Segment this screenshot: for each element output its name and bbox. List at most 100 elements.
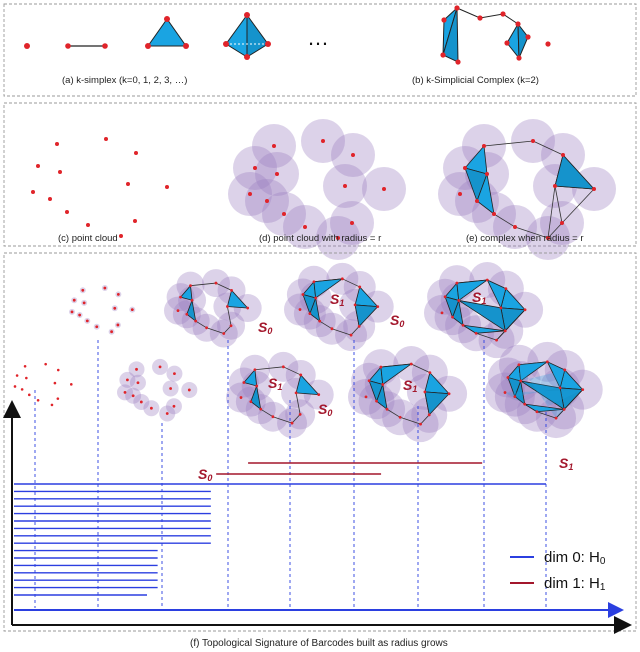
filtration-stage xyxy=(69,285,136,335)
point xyxy=(301,293,305,296)
ellipsis: … xyxy=(307,25,329,50)
filled-complex xyxy=(505,361,583,419)
point xyxy=(558,386,562,390)
simplex-0-point xyxy=(24,43,30,49)
panel-e-complex xyxy=(438,119,616,260)
point xyxy=(13,385,17,388)
point xyxy=(205,326,209,330)
simplex-triangle xyxy=(368,380,384,403)
point xyxy=(20,388,24,391)
complex-cycle-label: S0 xyxy=(390,312,404,329)
simplex-1-edge xyxy=(65,43,108,49)
barcode-bars xyxy=(14,462,546,596)
point xyxy=(172,404,176,408)
simplex-triangle xyxy=(295,374,320,396)
point xyxy=(294,391,298,395)
point xyxy=(458,192,462,196)
point xyxy=(375,399,378,403)
point xyxy=(351,153,355,157)
point xyxy=(492,212,496,216)
point xyxy=(110,330,113,334)
point xyxy=(130,308,134,312)
simplex-triangle xyxy=(179,284,193,301)
point xyxy=(70,310,74,314)
simplex-edge xyxy=(227,306,232,326)
point xyxy=(85,319,89,323)
point xyxy=(382,187,386,191)
point xyxy=(282,212,286,216)
point xyxy=(475,199,479,203)
point xyxy=(499,306,503,310)
point xyxy=(194,319,198,323)
point xyxy=(136,381,140,385)
simplex-triangle xyxy=(507,376,522,398)
complex-cycle-label: S1 xyxy=(472,289,486,306)
point xyxy=(113,306,117,310)
point xyxy=(503,329,507,333)
point xyxy=(381,383,385,386)
point xyxy=(275,172,279,176)
point xyxy=(123,390,127,394)
point xyxy=(23,364,27,368)
point xyxy=(86,223,90,227)
point xyxy=(253,166,257,170)
point xyxy=(214,281,218,285)
point xyxy=(455,281,459,285)
point xyxy=(343,184,347,188)
simplex-edge xyxy=(295,392,301,415)
point xyxy=(517,363,521,367)
point xyxy=(409,362,413,366)
simplex-triangle xyxy=(243,368,258,387)
filtration-stage xyxy=(164,269,262,348)
simplex-triangle xyxy=(476,172,495,215)
caption-a: (a) k-simplex (k=0, 1, 2, 3, …) xyxy=(62,75,187,86)
point xyxy=(271,415,275,419)
point xyxy=(25,376,28,380)
point xyxy=(48,197,52,201)
legend-dim0-label: dim 0: H0 xyxy=(544,549,606,567)
point xyxy=(440,311,444,315)
point xyxy=(427,413,431,417)
simplex-edge xyxy=(420,414,430,425)
filtration-stage xyxy=(284,262,394,352)
point xyxy=(428,371,432,375)
simplex-edge xyxy=(190,282,217,287)
point xyxy=(519,379,523,383)
point xyxy=(385,407,389,411)
point xyxy=(330,327,334,331)
point xyxy=(317,393,321,397)
point xyxy=(506,376,510,379)
panel-a-simplices: … (a) k-simplex (k=0, 1, 2, 3, …) xyxy=(24,12,329,86)
point xyxy=(189,284,192,288)
point xyxy=(546,236,550,240)
point xyxy=(482,144,486,148)
simplex-triangle xyxy=(444,296,460,319)
point xyxy=(185,312,189,316)
point xyxy=(126,182,130,186)
simplex-triangle xyxy=(186,298,197,322)
simplex-triangle xyxy=(518,361,549,382)
panel-b-complex: (b) k-Simplicial Complex (k=2) xyxy=(412,5,551,86)
point xyxy=(126,378,129,382)
simplex-edge xyxy=(475,332,497,341)
point xyxy=(308,312,312,316)
point xyxy=(179,295,183,299)
point xyxy=(135,367,138,371)
point xyxy=(253,368,257,372)
point xyxy=(474,331,478,335)
simplex-edge xyxy=(272,416,293,424)
point xyxy=(350,221,354,225)
simplex-edge xyxy=(536,411,557,419)
point xyxy=(103,286,107,290)
point xyxy=(53,381,57,385)
point xyxy=(531,139,535,143)
point xyxy=(503,391,507,394)
point xyxy=(419,422,422,426)
point xyxy=(119,234,123,238)
point xyxy=(563,368,567,372)
panel-cde-frame xyxy=(3,102,637,247)
complex-cycle-label: S0 xyxy=(318,401,332,418)
simplex-3-tetrahedron xyxy=(223,12,271,60)
point xyxy=(364,395,368,399)
